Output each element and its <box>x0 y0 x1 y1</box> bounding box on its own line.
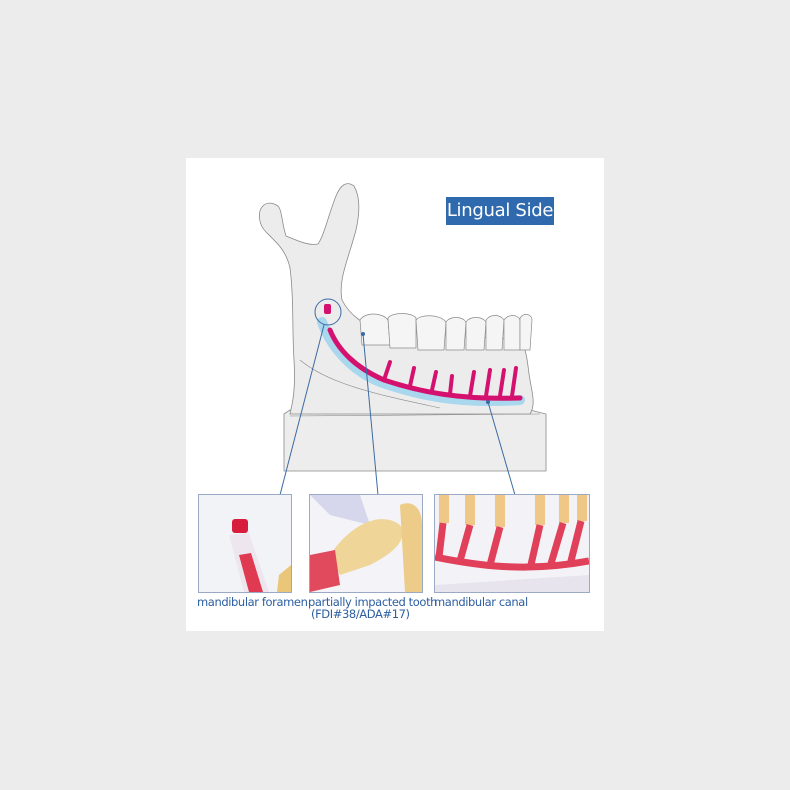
caption-mandibular-foramen: mandibular foramen <box>197 595 308 609</box>
photo-mandibular-foramen <box>198 494 292 593</box>
impacted-tooth-photo-icon <box>310 495 422 592</box>
caption-impacted-tooth-code: (FDI#38/ADA#17) <box>311 607 410 621</box>
mandible-bone <box>258 183 534 415</box>
foramen-callout-circle <box>314 298 342 326</box>
photo-mandibular-canal <box>434 494 590 593</box>
model-base <box>283 409 547 472</box>
foramen-photo-icon <box>199 495 291 592</box>
nerve <box>327 327 523 401</box>
teeth <box>359 313 533 351</box>
mandibular-canal-photo-icon <box>435 495 589 592</box>
canal-highlight <box>317 317 525 407</box>
photo-impacted-tooth <box>309 494 423 593</box>
leader-lines <box>279 324 516 496</box>
lingual-side-badge: Lingual Side <box>446 197 554 225</box>
caption-impacted-tooth: partially impacted tooth <box>308 595 438 609</box>
caption-mandibular-canal: mandibular canal <box>434 595 528 609</box>
